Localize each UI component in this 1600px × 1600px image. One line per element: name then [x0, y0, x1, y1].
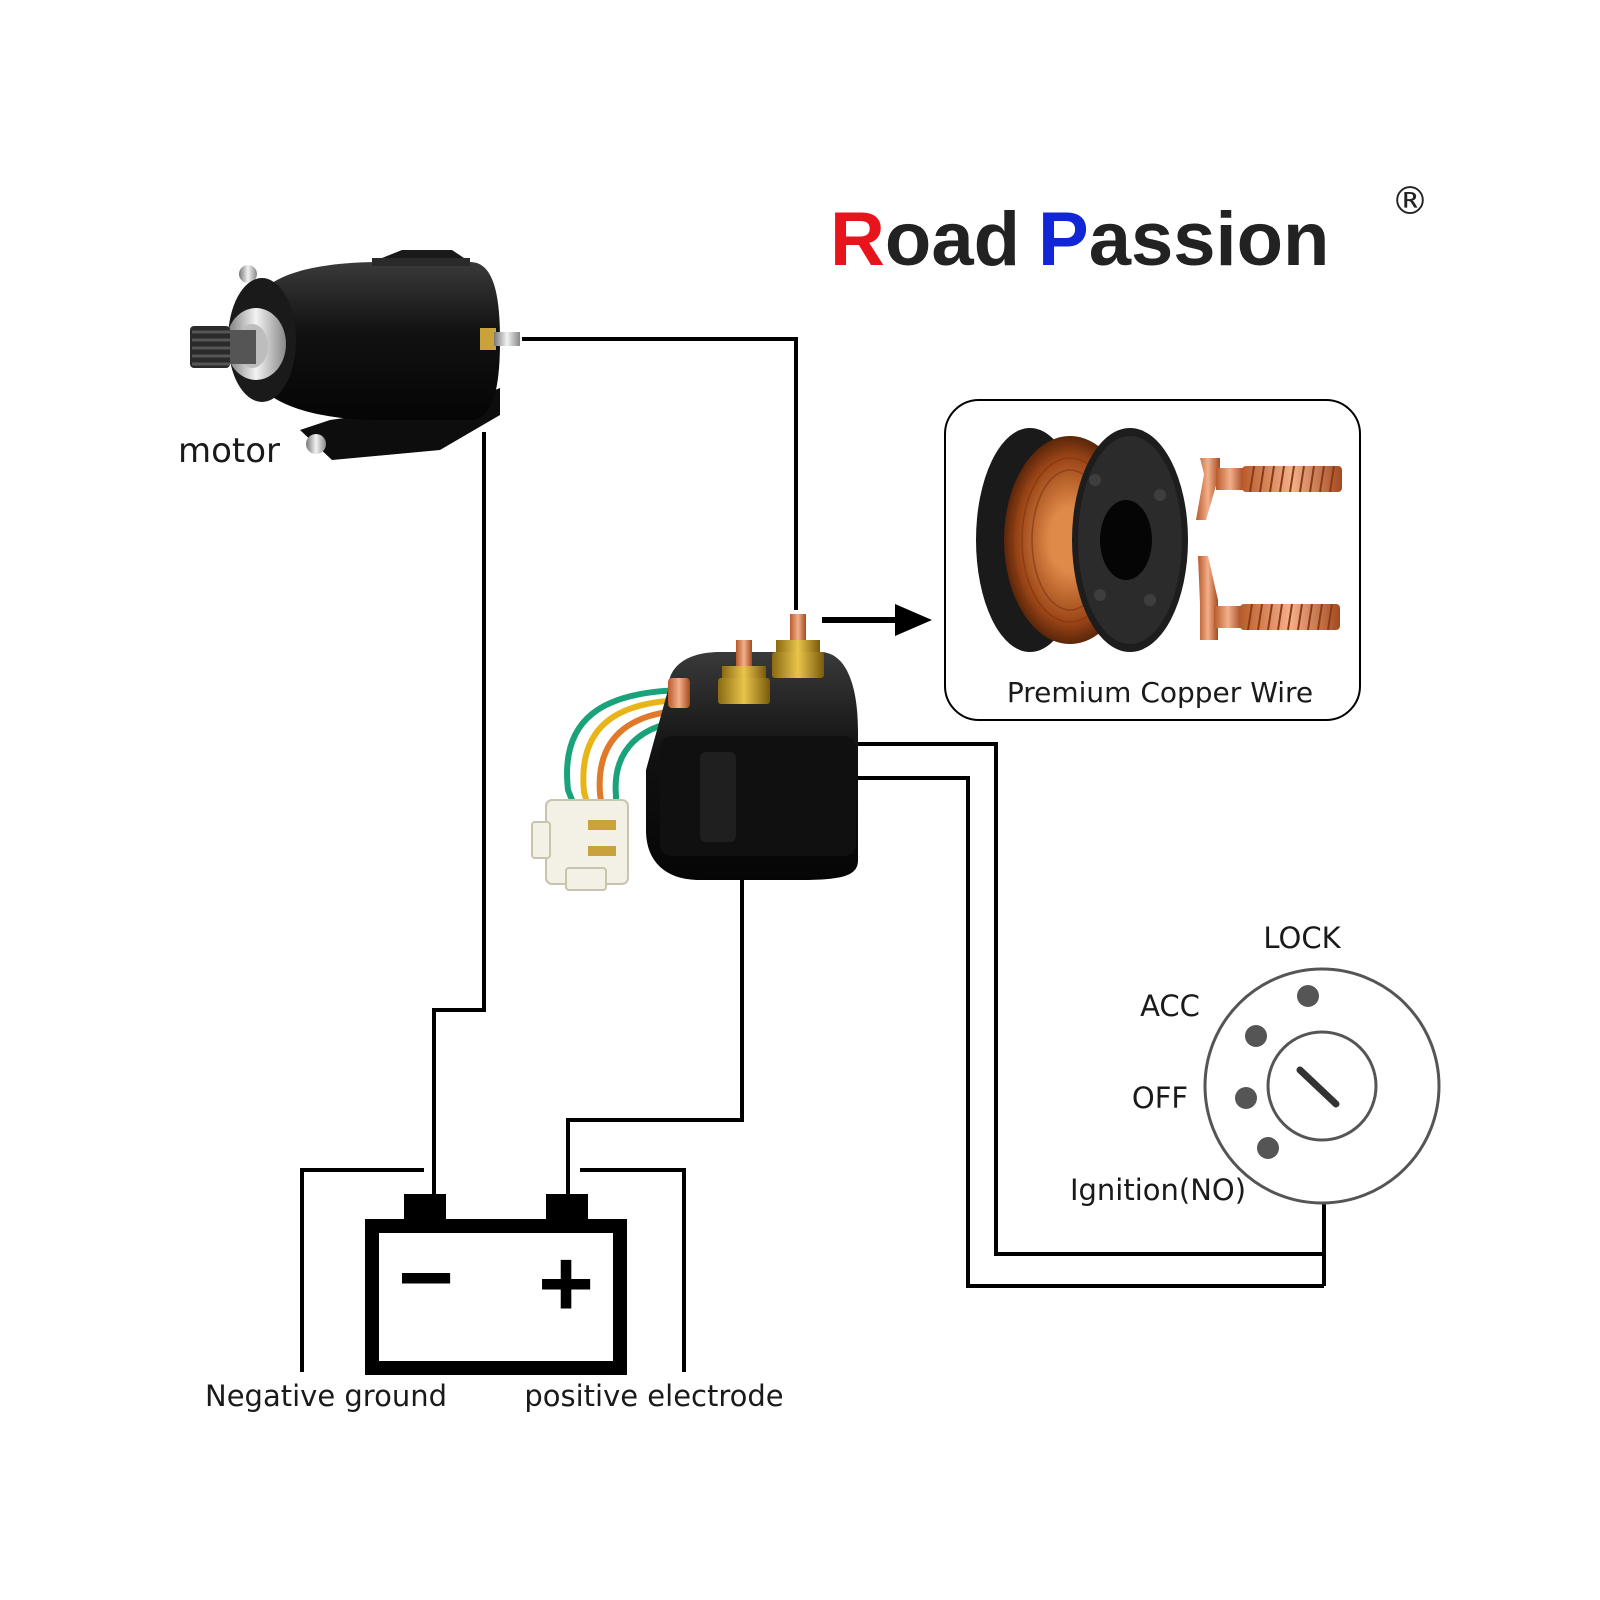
- battery-plus-icon: +: [538, 1230, 594, 1337]
- motor-terminal-icon: [480, 328, 520, 350]
- wire-solenoid-to-positive: [566, 875, 744, 1194]
- relay-connector-icon: [531, 799, 629, 891]
- wire-positive-lead: [580, 1168, 686, 1372]
- switch-dot-ignition: [1257, 1137, 1279, 1159]
- top-bolt-icon: [239, 265, 257, 283]
- switch-label-lock: LOCK: [1263, 921, 1341, 955]
- wire-motor-to-solenoid: [522, 337, 798, 610]
- registered-mark: ®: [1391, 179, 1429, 223]
- battery-minus-icon: −: [398, 1224, 454, 1331]
- brand-second-initial: P: [1038, 197, 1089, 282]
- wire-solenoid-to-switch-outer: [858, 742, 1324, 1256]
- switch-dot-acc: [1245, 1025, 1267, 1047]
- wire-negative-lead: [300, 1168, 424, 1372]
- positive-electrode-label: positive electrode: [524, 1379, 783, 1413]
- wire-motor-to-negative: [432, 432, 486, 1194]
- brand-first-initial: R: [830, 197, 885, 282]
- pinion-gear-icon: [190, 326, 230, 368]
- wire-solenoid-to-switch-inner: [858, 776, 1324, 1288]
- starter-solenoid: [531, 614, 858, 891]
- mount-bolt-icon: [306, 434, 326, 454]
- copper-wire-inset: Premium Copper Wire: [944, 399, 1361, 721]
- switch-dot-lock: [1297, 985, 1319, 1007]
- relay-terminal-icon: [772, 614, 824, 678]
- motor-label: motor: [178, 431, 280, 471]
- switch-dot-off: [1235, 1087, 1257, 1109]
- brand-second-rest: assion: [1089, 197, 1330, 282]
- copper-contact-icon: [1198, 556, 1340, 640]
- brand-first-rest: oad: [885, 197, 1020, 282]
- negative-ground-label: Negative ground: [205, 1379, 447, 1413]
- switch-label-acc: ACC: [1140, 989, 1200, 1023]
- starter-motor: motor: [178, 250, 520, 471]
- copper-wire-label: Premium Copper Wire: [1007, 676, 1313, 709]
- arrow-to-copper-inset: [822, 604, 932, 636]
- copper-contact-icon: [1196, 458, 1342, 520]
- key-slot-icon: [1296, 1066, 1340, 1108]
- wires: [300, 337, 1326, 1372]
- battery: − +: [365, 1194, 627, 1375]
- switch-label-ignition: Ignition(NO): [1070, 1173, 1246, 1207]
- switch-label-off: OFF: [1132, 1081, 1188, 1115]
- relay-terminal-icon: [718, 640, 770, 704]
- ignition-switch: LOCK ACC OFF Ignition(NO): [1070, 921, 1441, 1207]
- spool-hole-icon: [1100, 500, 1152, 580]
